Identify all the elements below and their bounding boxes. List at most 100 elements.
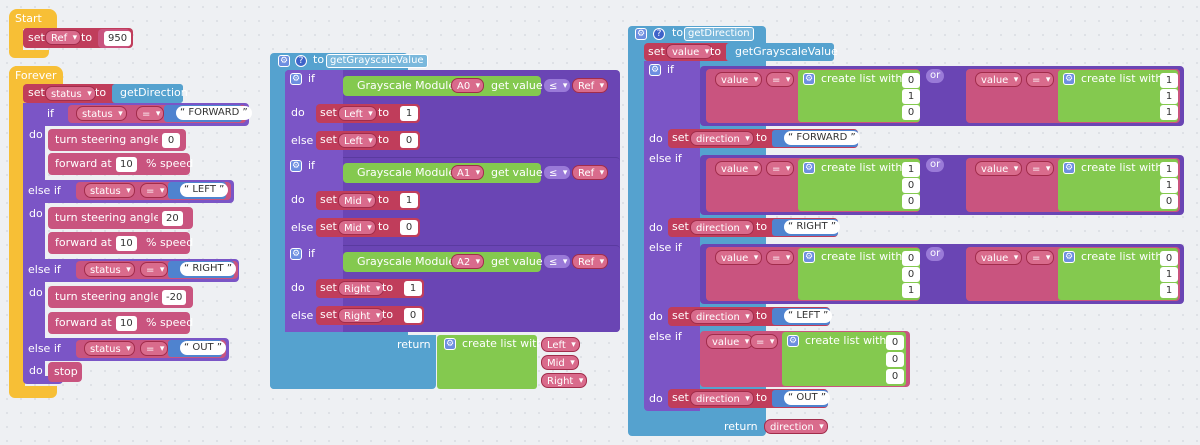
string-block[interactable]: “ FORWARD ” — [772, 130, 860, 147]
equals-dropdown[interactable]: = — [766, 161, 795, 177]
set-mid-0-block[interactable]: set Mid to 0 — [316, 218, 420, 237]
string-block[interactable]: “ FORWARD ” — [164, 105, 252, 122]
call-get-direction-block[interactable]: getDirection — [112, 84, 188, 103]
compare-op-dropdown[interactable]: ≤ — [543, 254, 572, 270]
create-list-block[interactable]: ⚙ create list with 1 0 0 — [798, 159, 920, 211]
equals-dropdown[interactable]: = — [136, 106, 165, 122]
status-dropdown[interactable]: status — [76, 106, 127, 122]
number-value[interactable]: 0 — [400, 133, 418, 148]
list-value[interactable]: 0 — [902, 178, 920, 193]
list-value[interactable]: 0 — [902, 267, 920, 282]
function-name-field[interactable]: getGrayscaleValue — [326, 54, 428, 68]
return-direction-dropdown[interactable]: direction — [764, 419, 828, 435]
create-list-block[interactable]: ⚙ create list with 1 1 1 — [1058, 70, 1178, 122]
variable-dropdown[interactable]: Right — [338, 308, 385, 324]
number-value[interactable]: 1 — [400, 106, 418, 121]
create-list-block[interactable]: ⚙ create list with 0 1 1 — [1058, 248, 1178, 300]
status-dropdown[interactable]: status — [84, 183, 135, 199]
number-value[interactable]: 0 — [404, 308, 422, 323]
compare-block[interactable]: value = ⚙ create list with 1 0 0 — [706, 158, 920, 212]
forever-block[interactable] — [9, 66, 25, 398]
create-list-block[interactable]: ⚙ create list with — [437, 335, 543, 389]
list-item-mid[interactable]: Mid — [541, 355, 579, 371]
set-status-block[interactable]: set status to getDirection — [23, 84, 188, 103]
function-name-field[interactable]: getDirection — [684, 27, 754, 41]
equals-dropdown[interactable]: = — [1026, 250, 1055, 266]
direction-variable-dropdown[interactable]: direction — [690, 391, 754, 407]
list-value[interactable]: 0 — [1160, 251, 1178, 266]
list-value[interactable]: 0 — [886, 335, 904, 350]
value-variable-dropdown[interactable]: value — [666, 44, 714, 60]
function-name[interactable]: getGrayscaleValue — [330, 55, 424, 66]
status-dropdown[interactable]: status — [84, 341, 135, 357]
value-dropdown[interactable]: value — [706, 334, 754, 350]
list-item-right[interactable]: Right — [541, 373, 588, 389]
compare-op-dropdown[interactable]: ≤ — [543, 165, 572, 181]
compare-block[interactable]: status = “ FORWARD ” — [68, 105, 252, 123]
set-ref-block[interactable]: set Ref to 950 — [23, 28, 133, 48]
equals-dropdown[interactable]: = — [1026, 161, 1055, 177]
variable-dropdown[interactable]: Left — [338, 106, 377, 122]
equals-dropdown[interactable]: = — [140, 341, 169, 357]
list-value[interactable]: 1 — [1160, 105, 1178, 120]
help-icon[interactable]: ? — [295, 55, 307, 67]
status-dropdown[interactable]: status — [84, 262, 135, 278]
direction-variable-dropdown[interactable]: direction — [690, 220, 754, 236]
out-string[interactable]: “ OUT ” — [180, 341, 227, 355]
number-block[interactable]: 10 — [112, 314, 140, 333]
ref-dropdown[interactable]: Ref — [572, 165, 609, 181]
compare-block[interactable]: value = ⚙ create list with 0 1 0 — [706, 69, 920, 123]
number-value[interactable]: 0 — [400, 220, 418, 235]
string-block[interactable]: “ RIGHT ” — [772, 219, 840, 236]
list-item-left[interactable]: Left — [541, 337, 580, 353]
ref-dropdown[interactable]: Ref — [572, 254, 609, 270]
string-block[interactable]: “ OUT ” — [772, 390, 831, 407]
list-settings-icon[interactable]: ⚙ — [803, 73, 815, 85]
value-dropdown[interactable]: value — [975, 250, 1023, 266]
list-value[interactable]: 1 — [1160, 267, 1178, 282]
string-block[interactable]: “ LEFT ” — [168, 182, 229, 199]
start-hat-block[interactable]: Start — [9, 9, 57, 29]
compare-block[interactable]: status = “ OUT ” — [76, 340, 227, 358]
equals-dropdown[interactable]: = — [766, 250, 795, 266]
forward-block[interactable]: forward at 10 % speed — [48, 312, 193, 334]
function-settings-icon[interactable]: ⚙ — [278, 55, 290, 67]
list-value[interactable]: 0 — [886, 352, 904, 367]
left-string[interactable]: “ LEFT ” — [180, 183, 229, 197]
compare-block[interactable]: value = ⚙ create list with 1 1 0 — [966, 158, 1180, 212]
forward-string[interactable]: “ FORWARD ” — [176, 106, 252, 120]
set-value-block[interactable]: set value to getGrayscaleValue — [644, 43, 838, 61]
create-list-block[interactable]: ⚙ create list with 0 1 0 — [798, 70, 920, 122]
angle-value[interactable]: -20 — [162, 290, 187, 305]
number-value[interactable]: 1 — [404, 281, 422, 296]
set-direction-right-block[interactable]: set direction to “ RIGHT ” — [668, 218, 840, 237]
list-value[interactable]: 0 — [902, 105, 920, 120]
pin-dropdown[interactable]: A1 — [451, 165, 485, 181]
steer-block[interactable]: turn steering angle to 0 — [48, 129, 186, 151]
list-value[interactable]: 1 — [1160, 178, 1178, 193]
value-dropdown[interactable]: value — [715, 161, 763, 177]
or-dropdown[interactable]: or — [926, 158, 945, 172]
list-value[interactable]: 0 — [1160, 194, 1178, 209]
list-settings-icon[interactable]: ⚙ — [1063, 162, 1075, 174]
ref-dropdown[interactable]: Ref — [572, 78, 609, 94]
call-get-grayscale-block[interactable]: getGrayscaleValue — [726, 43, 838, 61]
list-value[interactable]: 0 — [902, 73, 920, 88]
angle-value[interactable]: 20 — [162, 211, 183, 226]
steer-block[interactable]: turn steering angle to 20 — [48, 207, 193, 229]
variable-dropdown[interactable]: Mid — [338, 220, 376, 236]
compare-block[interactable]: value = ⚙ create list with 0 1 1 — [966, 247, 1180, 301]
equals-dropdown[interactable]: = — [140, 183, 169, 199]
grayscale-module-block[interactable]: Grayscale Module A0 get value — [343, 76, 543, 96]
left-string[interactable]: “ LEFT ” — [784, 309, 833, 323]
set-right-0-block[interactable]: set Right to 0 — [316, 306, 424, 325]
string-block[interactable]: “ RIGHT ” — [168, 261, 236, 278]
value-dropdown[interactable]: value — [715, 72, 763, 88]
set-direction-forward-block[interactable]: set direction to “ FORWARD ” — [668, 129, 860, 148]
or-dropdown[interactable]: or — [926, 69, 945, 83]
list-settings-icon[interactable]: ⚙ — [1063, 73, 1075, 85]
or-condition-block[interactable]: value = ⚙ create list with 0 1 0 or valu… — [700, 66, 1184, 126]
direction-variable-dropdown[interactable]: direction — [690, 131, 754, 147]
if-else-block[interactable] — [23, 103, 45, 383]
equals-dropdown[interactable]: = — [1026, 72, 1055, 88]
